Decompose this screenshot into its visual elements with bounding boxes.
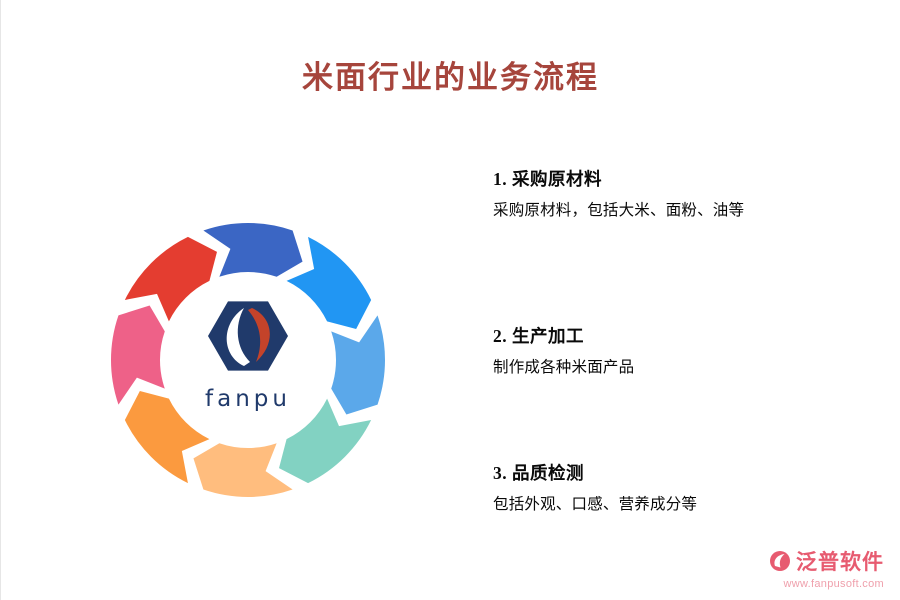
brand-name: 泛普软件 xyxy=(796,550,884,574)
segment-left xyxy=(110,305,165,405)
logo-hexagon xyxy=(208,301,288,371)
segment-bottom-right xyxy=(279,398,372,484)
step-heading: 3. 品质检测 xyxy=(493,463,584,483)
brand-url: www.fanpusoft.com xyxy=(783,578,884,590)
segment-top-left xyxy=(124,236,217,322)
step-heading: 1. 采购原材料 xyxy=(493,169,602,189)
wheel-brand-text: fanpu xyxy=(205,386,291,412)
page-title: 米面行业的业务流程 xyxy=(302,60,599,95)
step-item-3: 3. 品质检测 包括外观、口感、营养成分等 xyxy=(493,460,697,514)
logo-swoosh-white xyxy=(226,308,250,366)
step-heading: 2. 生产加工 xyxy=(493,326,584,346)
segment-bottom-left xyxy=(124,391,210,484)
step-item-2: 2. 生产加工 制作成各种米面产品 xyxy=(493,323,634,377)
brand-line: 泛普软件 xyxy=(769,546,884,576)
logo-swoosh-orange xyxy=(248,308,270,362)
segment-right xyxy=(331,315,386,415)
step-description: 采购原材料，包括大米、面粉、油等 xyxy=(493,202,745,219)
process-wheel: fanpu xyxy=(98,210,398,510)
process-wheel-svg xyxy=(110,222,386,498)
footer-brand: 泛普软件 www.fanpusoft.com xyxy=(769,546,884,590)
step-description: 包括外观、口感、营养成分等 xyxy=(493,496,698,513)
segment-bottom xyxy=(193,443,293,498)
step-description: 制作成各种米面产品 xyxy=(493,359,635,376)
step-item-1: 1. 采购原材料 采购原材料，包括大米、面粉、油等 xyxy=(493,166,744,220)
segment-top-right xyxy=(286,236,372,329)
segment-top xyxy=(203,222,303,277)
fanpusoft-logo-icon xyxy=(770,551,790,571)
fanpu-logo-icon xyxy=(208,301,288,371)
wheel-segments xyxy=(110,222,386,498)
